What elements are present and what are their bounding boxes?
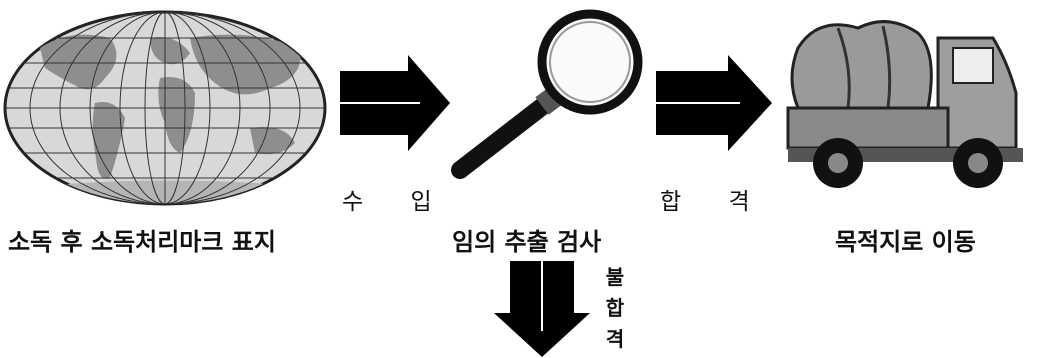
pass-label: 합 격 (660, 189, 770, 215)
import-arrow (340, 55, 450, 151)
fail-label-2: 합 (605, 296, 625, 320)
pass-arrow (656, 55, 772, 151)
fail-label-3: 격 (605, 327, 625, 351)
step-caption-inspection: 임의 추출 검사 (452, 228, 602, 256)
globe-icon (3, 10, 327, 206)
step-caption-disinfection: 소독 후 소독처리마크 표지 (8, 228, 276, 256)
truck-icon (786, 20, 1023, 188)
step-caption-destination: 목적지로 이동 (835, 228, 976, 256)
magnifier-icon (451, 9, 643, 179)
import-label: 수 입 (342, 189, 452, 215)
fail-arrow (494, 261, 590, 357)
fail-label-1: 불 (605, 265, 625, 289)
